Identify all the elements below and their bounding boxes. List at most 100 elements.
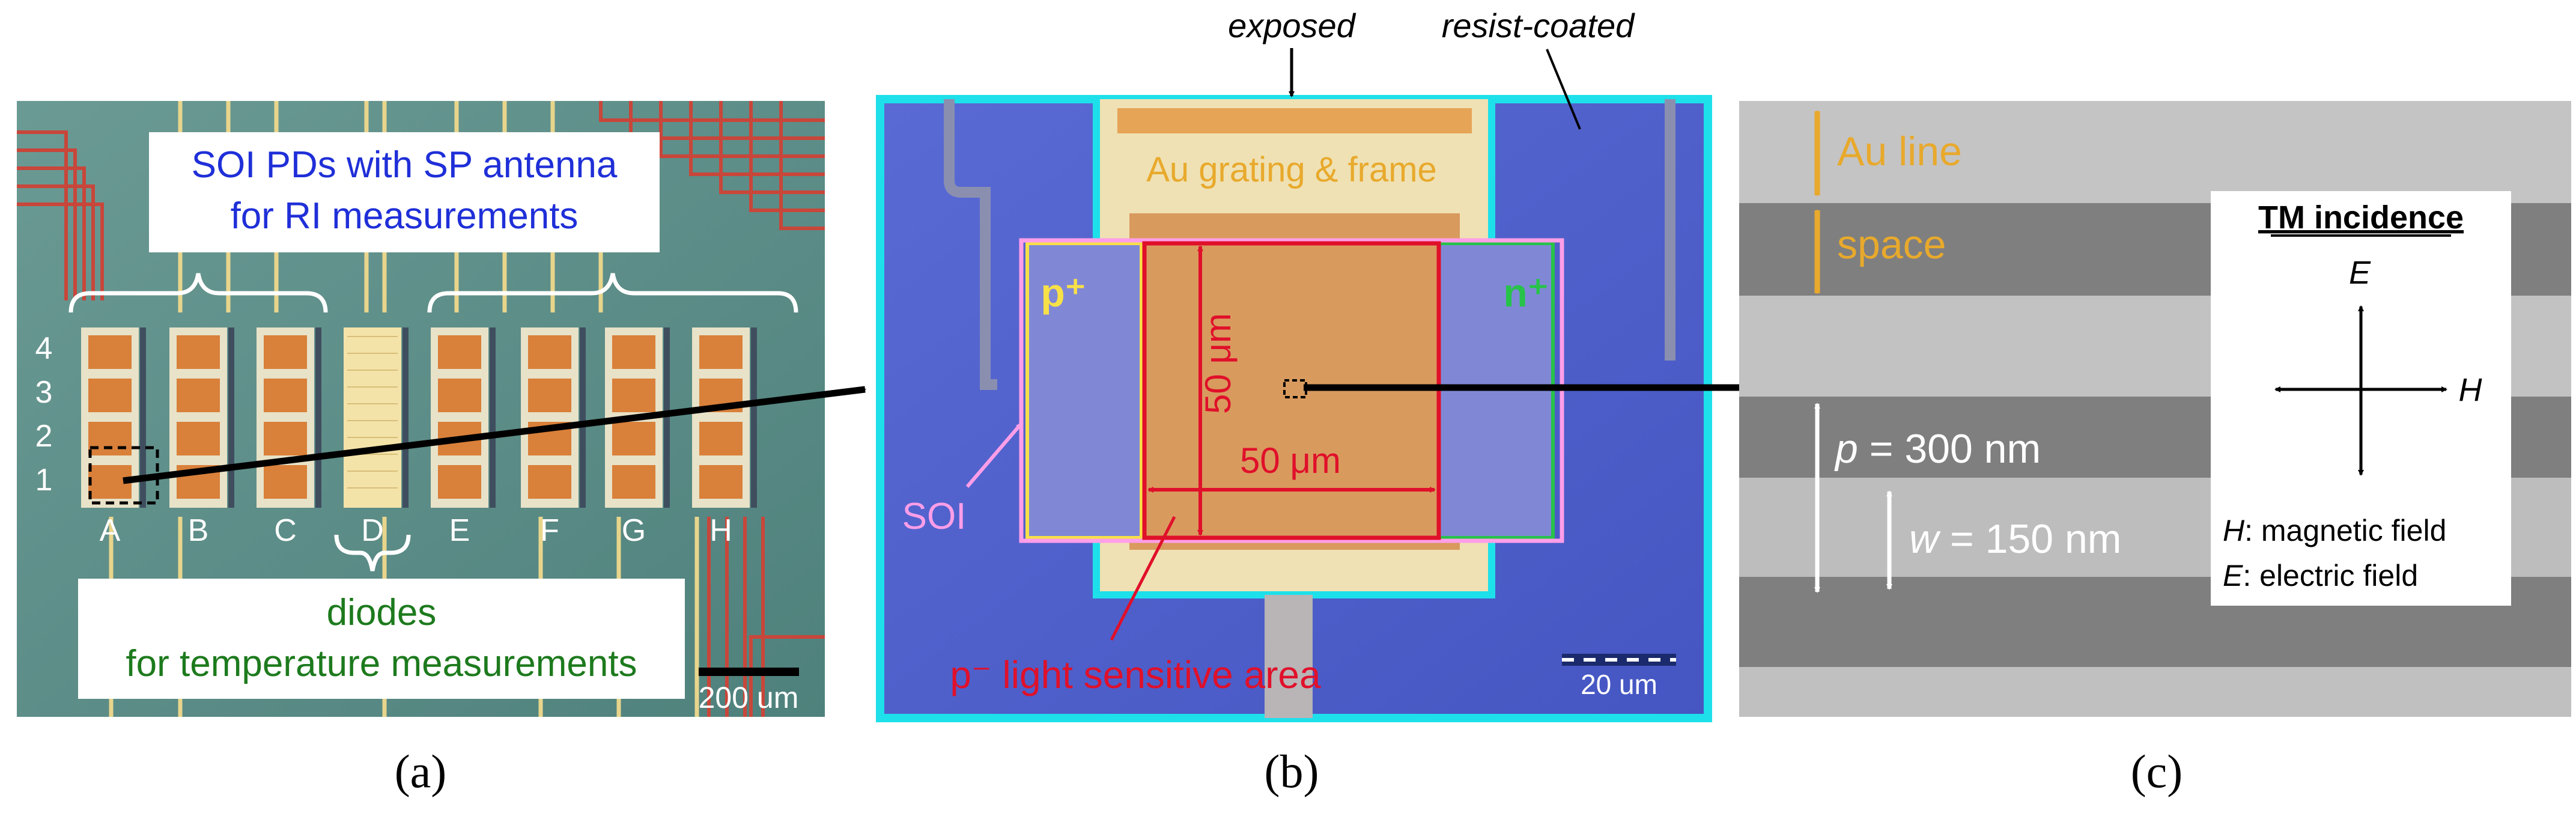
wiring-top-right — [599, 101, 825, 230]
w-label: w = 150 nm — [1909, 516, 2121, 562]
pd-pad-e4 — [438, 335, 481, 369]
pd-pad-h2 — [699, 422, 743, 455]
lead-left — [944, 99, 997, 390]
au-line-label: Au line — [1837, 129, 1962, 174]
panel-c: Au line space p = 300 nm w = 150 nm TM i… — [1739, 101, 2571, 797]
col-label-b: B — [188, 513, 209, 548]
col-label-h: H — [709, 513, 732, 548]
brace-diode — [334, 534, 411, 571]
dim-horizontal-label: 50 μm — [1240, 440, 1341, 481]
panel-b: Au grating & frame p⁺ n⁺ 50 μm 50 μm SOI… — [876, 7, 1712, 797]
pd-pad-a4 — [88, 335, 132, 369]
pd-pad-f4 — [528, 335, 571, 369]
diode-line-2: for temperature measurements — [126, 643, 637, 684]
pd-lead — [315, 327, 321, 508]
pd-lead — [751, 327, 757, 508]
pd-lead — [580, 327, 586, 508]
n-plus-label: n⁺ — [1503, 270, 1548, 315]
p-plus-label: p⁺ — [1040, 270, 1086, 315]
lead-bottom — [1265, 595, 1313, 718]
pd-pad-a2 — [88, 422, 132, 455]
pd-lead — [140, 327, 146, 508]
arrow-a-to-b — [123, 386, 866, 484]
diode-line-1: diodes — [327, 592, 437, 633]
pd-pad-b4 — [177, 335, 220, 369]
dim-vertical-label: 50 μm — [1198, 313, 1238, 414]
p-label: p = 300 nm — [1834, 426, 2041, 472]
pd-pad-g1 — [612, 465, 655, 499]
scale-label-b: 20 um — [1581, 669, 1657, 700]
p-plus-region — [1025, 242, 1143, 540]
caption-c: (c) — [2131, 745, 2183, 797]
pd-pad-b2 — [177, 422, 220, 455]
pd-pad-h4 — [699, 335, 743, 369]
selection-box-a1 — [88, 446, 159, 505]
title-line-1: SOI PDs with SP antenna — [192, 144, 618, 186]
panel-a: SOI PDs with SP antenna for RI measureme… — [17, 101, 825, 797]
p-value: = 300 nm — [1858, 426, 2041, 472]
pd-pad-g4 — [612, 335, 655, 369]
pd-lead — [490, 327, 496, 508]
sensitive-pointer — [1110, 516, 1176, 641]
scale-bar-b — [1562, 654, 1676, 666]
e-desc-text: : electric field — [2243, 559, 2418, 592]
h-desc-var: H — [2223, 514, 2245, 547]
wiring-top-left — [17, 130, 104, 300]
au-line-band-4 — [1739, 667, 2571, 717]
col-label-g: G — [622, 513, 646, 548]
title-box-a — [149, 132, 660, 252]
e-description: E: electric field — [2223, 559, 2418, 592]
pd-pad-e3 — [438, 379, 481, 412]
pd-pad-e1 — [438, 465, 481, 499]
pd-pad-g3 — [612, 379, 655, 412]
title-line-2: for RI measurements — [231, 195, 579, 237]
row-label-4: 4 — [35, 331, 53, 366]
col-label-a: A — [100, 513, 121, 548]
resist-label: resist-coated — [1442, 7, 1635, 44]
pd-pad-g2 — [612, 422, 655, 455]
h-description: H: magnetic field — [2223, 514, 2446, 547]
pd-pad-c1 — [264, 465, 307, 499]
row-label-2: 2 — [35, 419, 53, 454]
pd-pad-a3 — [88, 379, 132, 412]
pd-pad-c2 — [264, 422, 307, 455]
row-label-1: 1 — [35, 463, 53, 498]
col-label-c: C — [274, 513, 297, 548]
col-label-f: F — [540, 513, 559, 548]
brace-right — [427, 273, 798, 313]
pd-pad-c4 — [264, 335, 307, 369]
p-var: p — [1834, 426, 1858, 472]
scale-label-a: 200 um — [699, 681, 799, 714]
brace-left — [68, 273, 328, 313]
pd-pad-h1 — [699, 465, 743, 499]
sensitive-label: p⁻ light sensitive area — [950, 653, 1321, 696]
col-label-e: E — [449, 513, 470, 548]
row-label-3: 3 — [35, 375, 53, 410]
w-var: w — [1909, 516, 1941, 562]
grating-label: Au grating & frame — [1146, 150, 1437, 189]
tm-title: TM incidence — [2258, 199, 2464, 236]
pd-pad-c3 — [264, 379, 307, 412]
soi-label: SOI — [902, 496, 967, 537]
e-field-label: E — [2349, 255, 2371, 291]
pd-lead — [664, 327, 670, 508]
diode-box — [78, 579, 685, 699]
e-desc-var: E — [2223, 559, 2243, 592]
h-field-label: H — [2459, 372, 2483, 408]
pd-column-d — [344, 327, 401, 508]
pd-pad-f1 — [528, 465, 571, 499]
pd-lead — [402, 327, 409, 508]
caption-b: (b) — [1265, 745, 1319, 797]
pd-pad-f3 — [528, 379, 571, 412]
space-label: space — [1837, 222, 1946, 267]
caption-a: (a) — [395, 745, 447, 797]
gold-strip-top — [1117, 108, 1472, 133]
target-square — [1283, 379, 1307, 398]
wiring-bottom — [707, 517, 825, 717]
h-desc-text: : magnetic field — [2244, 514, 2446, 547]
pd-lead — [228, 327, 234, 508]
pd-pad-b3 — [177, 379, 220, 412]
resist-pointer — [1546, 49, 1581, 130]
exposed-label: exposed — [1228, 7, 1356, 44]
